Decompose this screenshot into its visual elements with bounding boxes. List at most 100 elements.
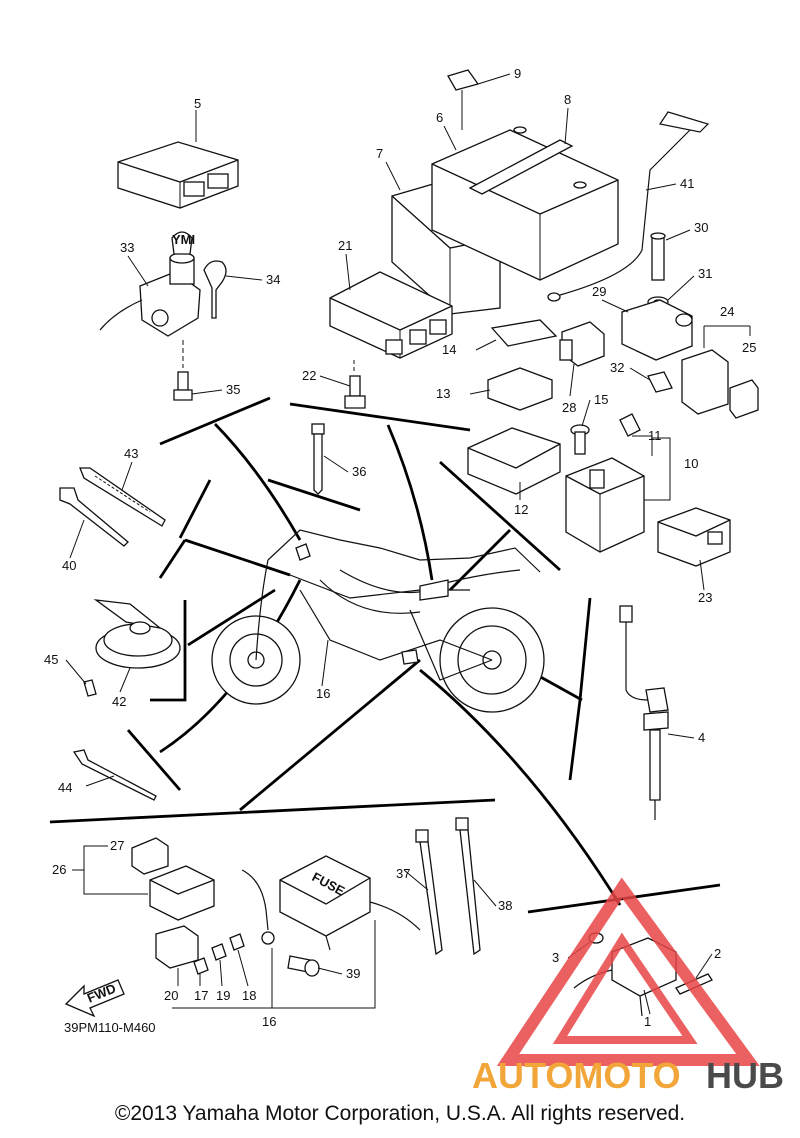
label-28: 28: [562, 400, 576, 415]
part-45-bolt: [83, 679, 97, 697]
label-40: 40: [62, 558, 76, 573]
copyright-text: ©2013 Yamaha Motor Corporation, U.S.A. A…: [114, 1102, 686, 1125]
label-44: 44: [58, 780, 72, 795]
label-31: 31: [698, 266, 712, 281]
label-15: 15: [594, 392, 608, 407]
leader-lines: [65, 73, 713, 1015]
part-30-bolt: [650, 232, 666, 281]
key-label: YMI: [172, 232, 195, 247]
fwd-arrow-icon: FWD: [64, 979, 125, 1018]
part-17-fuse: [193, 957, 209, 975]
part-11-fuse: [619, 413, 653, 456]
label-12: 12: [514, 502, 528, 517]
part-28-holder: [559, 321, 605, 367]
label-32: 32: [610, 360, 624, 375]
part-4-sensor: [619, 605, 669, 820]
label-13: 13: [436, 386, 450, 401]
label-16: 16: [262, 1014, 276, 1029]
watermark-text: AUTOMOTO HUB: [472, 1055, 784, 1096]
part-9-terminal-cap: [447, 69, 480, 130]
label-22: 22: [302, 368, 316, 383]
part-32-bracket: [647, 371, 673, 393]
part-5-ecu: [117, 110, 239, 209]
watermark-triangle-icon: [496, 877, 760, 1066]
part-38-band: [455, 817, 481, 956]
part-19-fuse: [211, 943, 227, 961]
part-8-battery-band: [468, 107, 574, 195]
part-42-horn: [93, 599, 181, 669]
motorcycle: [211, 529, 545, 713]
part-14-pad: [490, 319, 558, 347]
label-8: 8: [564, 92, 571, 107]
part-37-band: [415, 829, 443, 956]
label-17: 17: [194, 988, 208, 1003]
watermark-triangle-inner-icon: [552, 932, 698, 1044]
part-13-holder: [487, 367, 553, 411]
part-23-relay: [657, 507, 731, 567]
label-3: 3: [552, 950, 559, 965]
label-26: 26: [52, 862, 66, 877]
label-20: 20: [164, 988, 178, 1003]
label-35: 35: [226, 382, 240, 397]
part-41-minus-lead: [547, 111, 710, 302]
label-41: 41: [680, 176, 694, 191]
label-14: 14: [442, 342, 456, 357]
part-40-band: [59, 487, 129, 547]
label-33: 33: [120, 240, 134, 255]
label-39: 39: [346, 966, 360, 981]
label-19: 19: [216, 988, 230, 1003]
part-10-relay-assembly: [565, 437, 671, 553]
label-7: 7: [376, 146, 383, 161]
label-10: 10: [684, 456, 698, 471]
watermark-text-part2: HUB: [706, 1055, 784, 1096]
label-30: 30: [694, 220, 708, 235]
part-43-band: [79, 467, 166, 527]
label-42: 42: [112, 694, 126, 709]
part-22-bolt: [344, 375, 366, 409]
label-36: 36: [352, 464, 366, 479]
label-38: 38: [498, 898, 512, 913]
label-29: 29: [592, 284, 606, 299]
label-2: 2: [714, 946, 721, 961]
label-6: 6: [436, 110, 443, 125]
watermark-logo: [496, 877, 760, 1066]
part-20-fuse-holder: [155, 925, 199, 969]
label-5: 5: [194, 96, 201, 111]
label-34: 34: [266, 272, 280, 287]
label-45: 45: [44, 652, 58, 667]
label-43: 43: [124, 446, 138, 461]
part-44-band: [72, 749, 157, 801]
part-36-band: [311, 423, 325, 495]
part-labels: 5 9 8 6 7 41 33 34 21 30 31 29 24 25 14 …: [44, 66, 756, 1029]
part-25-cover: [729, 379, 759, 419]
part-24-relay: [681, 325, 751, 415]
label-27: 27: [110, 838, 124, 853]
diagram-code: 39PM110-M460: [64, 1020, 156, 1035]
part-6-battery: [431, 126, 619, 281]
part-29-relay: [621, 299, 693, 361]
label-21: 21: [338, 238, 352, 253]
label-37: 37: [396, 866, 410, 881]
part-27-cover: [131, 837, 169, 875]
part-33-main-switch: [99, 231, 201, 368]
label-18: 18: [242, 988, 256, 1003]
label-1: 1: [644, 1014, 651, 1029]
label-4: 4: [698, 730, 705, 745]
part-16-fuse-box: [172, 855, 421, 1009]
label-9: 9: [514, 66, 521, 81]
part-12-cover: [467, 427, 561, 495]
part-35-bolt: [173, 371, 193, 401]
part-15-screw: [570, 424, 590, 455]
part-39-bolt: [287, 955, 320, 977]
label-11: 11: [648, 428, 662, 443]
label-23: 23: [698, 590, 712, 605]
part-18-fuse: [229, 933, 245, 951]
label-24: 24: [720, 304, 734, 319]
part-21-rectifier: [329, 271, 453, 372]
label-25: 25: [742, 340, 756, 355]
watermark-text-part1: AUTOMOTO: [472, 1055, 681, 1096]
label-16-bike: 16: [316, 686, 330, 701]
part-34-key: [203, 260, 227, 319]
part-26-relay: [83, 845, 215, 921]
